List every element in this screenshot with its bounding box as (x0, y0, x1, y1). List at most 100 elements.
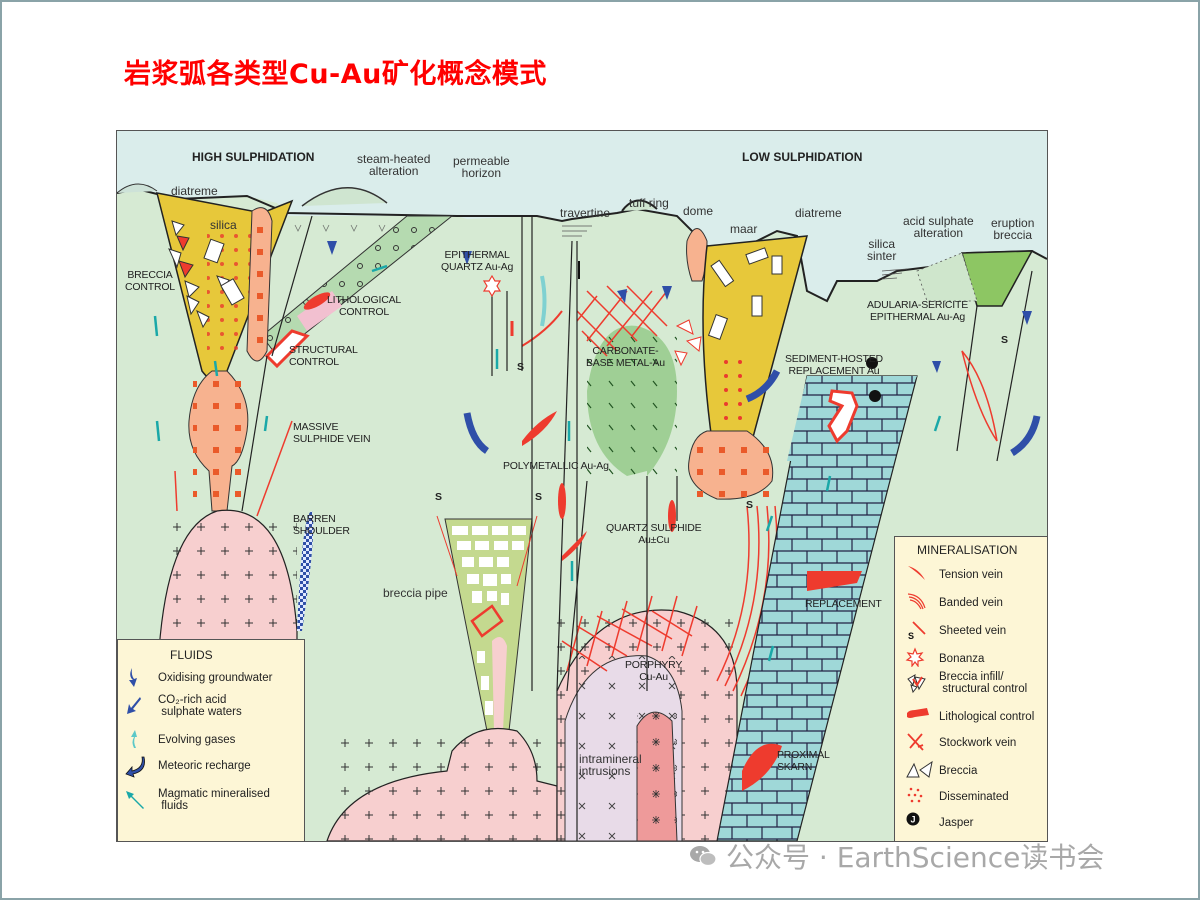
fluids-legend-item: Oxidising groundwater (124, 666, 272, 690)
bonanza-marker (482, 274, 502, 298)
mineralisation-legend-item: Stockwork vein (905, 731, 1016, 755)
sheeted-s-marker-4: S (1001, 334, 1008, 346)
label-travertine: travertine (560, 206, 611, 220)
mineralisation-legend-item: Lithological control (905, 705, 1034, 729)
lithological-pink (297, 291, 342, 331)
breccia-icon (906, 760, 933, 778)
label-silica: silica (210, 218, 237, 232)
mineralisation-legend-item: S Sheeted vein (905, 619, 1006, 643)
evolving-gas-arrow (540, 275, 547, 327)
breccia-pipe-clasts (452, 526, 526, 715)
svg-text:J: J (911, 815, 916, 825)
barren-shoulder (297, 511, 314, 631)
tension-veins (522, 411, 676, 561)
watermark: 公众号 · EarthScience读书会 (688, 836, 1104, 876)
heading-high-sulphidation: HIGH SULPHIDATION (192, 150, 315, 164)
mineralisation-legend-item: Breccia infill/ structural control (905, 671, 1027, 695)
breccia-pipe (444, 518, 533, 732)
sheeted-s-marker-5: S (746, 499, 753, 511)
sheeted-s-marker-3: S (517, 361, 524, 373)
diagram-canvas (117, 131, 1047, 841)
fluids-legend-item: Magmatic mineralised fluids (124, 788, 270, 812)
dome-breccia (674, 319, 702, 367)
jasper-marker-1 (866, 357, 878, 369)
lithological-control-icon (907, 708, 929, 718)
sheeted-s-marker-2: S (535, 491, 542, 503)
structural-faults (491, 216, 678, 841)
mineralisation-legend-item: Disseminated (905, 785, 1009, 809)
sheeted-s-marker-1: S (435, 491, 442, 503)
magmatic-fluids-arrow-icon (126, 791, 144, 809)
travertine-layers (562, 225, 592, 237)
co2-acid-water-arrow-icon (127, 697, 141, 714)
left-hill-layers (117, 183, 158, 194)
silica-sinter-layers (881, 268, 908, 280)
mineralisation-legend-item: Tension vein (905, 563, 1003, 587)
evolving-gases-arrow-icon (131, 730, 137, 748)
proximal-skarn (742, 743, 782, 791)
watermark-text: 公众号 · EarthScience读书会 (726, 841, 1105, 874)
groundwater-arrows (327, 241, 1032, 373)
sky (117, 131, 1047, 301)
breccia-pipe-stalk (492, 637, 507, 731)
label-diatreme-right: diatreme (795, 206, 842, 220)
sediment-breccia (827, 389, 859, 444)
banded-vein-right (961, 350, 998, 442)
slide-title: 岩浆弧各类型Cu-Au矿化概念模式 (124, 59, 547, 90)
mineralisation-legend-item: Banded vein (905, 591, 1003, 615)
mineralisation-legend-item: J Jasper (905, 811, 974, 835)
disseminated-icon (907, 787, 923, 803)
mineralisation-legend-item: Bonanza (905, 647, 984, 671)
jasper-marker-2 (869, 390, 881, 402)
label-tuff-ring: tuff ring (629, 196, 669, 210)
label-carbonate-base-metal: CARBONATE-BASE METAL-Au (586, 345, 665, 369)
label-maar: maar (730, 222, 758, 236)
banded-vein-icon (907, 593, 926, 610)
jasper-icon: J (906, 812, 920, 826)
breccia-control-triangles (168, 220, 245, 329)
bonanza-icon (905, 647, 925, 667)
structural-control-breccia (264, 329, 310, 369)
replacement-body (807, 571, 862, 591)
mineralisation-legend: MINERALISATION Tension vein Banded vein … (894, 536, 1047, 841)
mineralisation-legend-title: MINERALISATION (917, 543, 1018, 557)
meteoric-recharge-arrows (463, 369, 1041, 457)
breccia-infill-icon (907, 674, 926, 694)
steam-heated-hill (301, 187, 388, 207)
fluids-legend: FLUIDS Oxidising groundwater CO₂-rich ac… (117, 639, 305, 841)
sheeted-vein-icon: S (908, 621, 926, 641)
meteoric-recharge-arrow-icon (125, 756, 145, 778)
fluids-legend-item: Meteoric recharge (124, 754, 251, 778)
magmatic-fluid-arrows (153, 264, 942, 662)
acid-sulphate-zone (916, 252, 978, 302)
mineralisation-diagram: HIGH SULPHIDATION LOW SULPHIDATION diatr… (116, 130, 1048, 842)
fluids-legend-title: FLUIDS (170, 648, 213, 662)
maar-clasts (707, 247, 783, 341)
tuff-ring (621, 199, 658, 212)
fluids-legend-item: Evolving gases (124, 728, 235, 752)
banded-vein-center (521, 310, 563, 347)
lithological-red-pod (303, 292, 331, 310)
stockwork-vein-icon (907, 733, 924, 751)
tension-vein-icon (908, 566, 925, 580)
oxidising-groundwater-arrow-icon (129, 668, 137, 687)
mineralisation-legend-item: Breccia (905, 759, 977, 783)
label-breccia-pipe: breccia pipe (383, 586, 448, 600)
